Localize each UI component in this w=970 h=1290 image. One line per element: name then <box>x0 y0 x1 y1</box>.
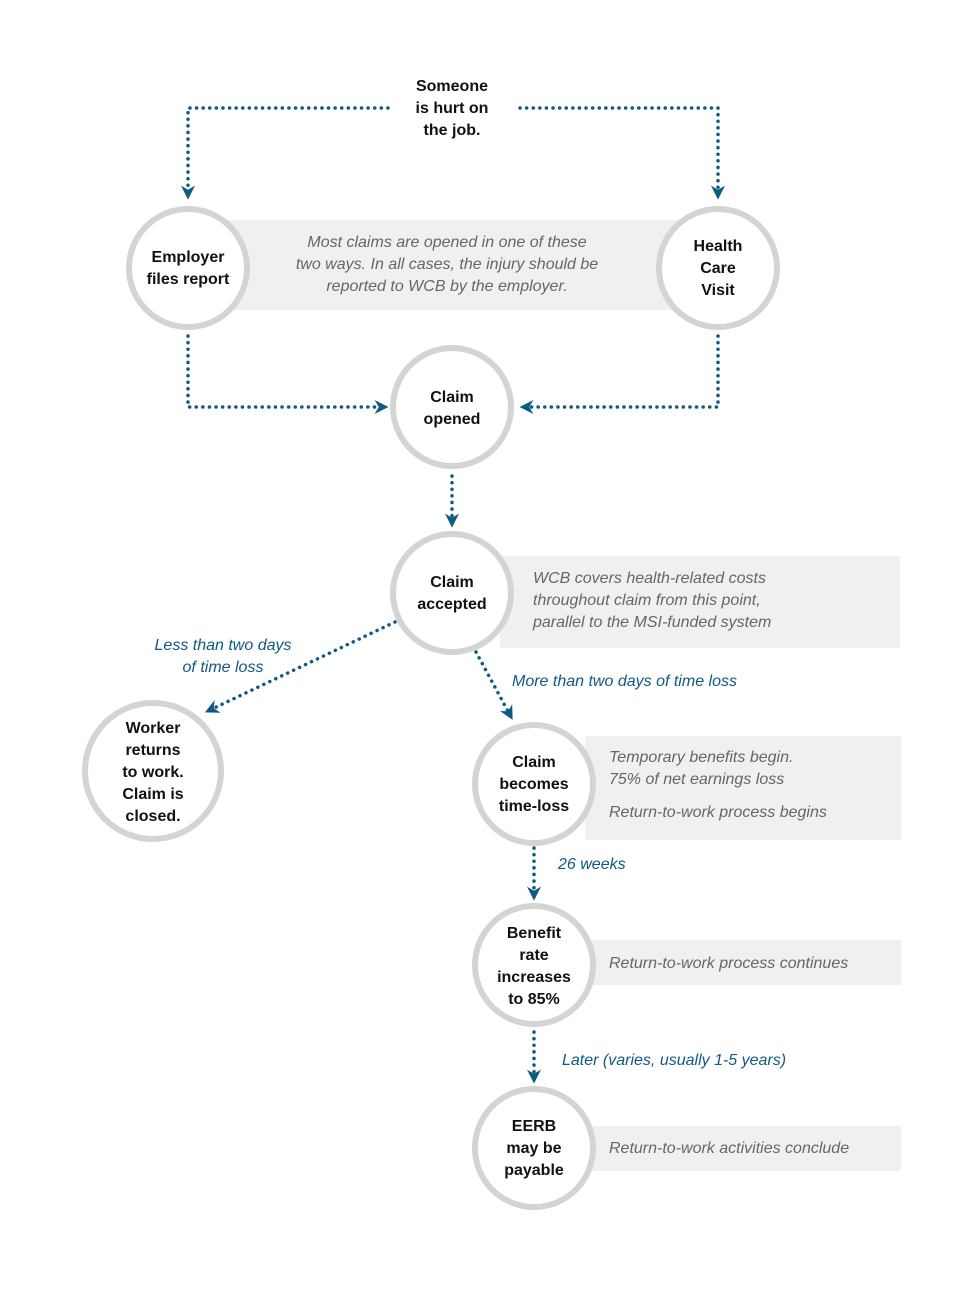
edge-label-more-two-line-1: More than two days of time loss <box>512 673 737 690</box>
node-circles <box>82 206 780 1210</box>
node-label-timeloss-line-1: Claim <box>512 754 556 771</box>
node-circle-employer <box>126 206 250 330</box>
node-label-timeloss: Claim becomes time-loss <box>499 754 569 815</box>
node-label-opened: Claim opened <box>424 389 481 428</box>
note-wcb-covers: WCB covers health-related costs throughou… <box>532 570 771 631</box>
edge-label-later-line-1: Later (varies, usually 1-5 years) <box>562 1052 786 1069</box>
edge-start-to-health <box>518 106 725 200</box>
node-label-worker-line-1: Worker <box>126 720 181 737</box>
edge-accepted-to-timeloss <box>474 650 513 720</box>
node-label-opened-line-1: Claim <box>430 389 474 406</box>
node-label-eerb-line-1: EERB <box>512 1118 556 1135</box>
node-label-benefit: Benefit rate increases to 85% <box>497 925 571 1008</box>
node-label-health-line-2: Care <box>700 260 736 277</box>
edge-accepted-to-worker <box>204 620 397 713</box>
node-label-health-line-3: Visit <box>701 282 735 299</box>
node-label-worker-line-4: Claim is <box>122 786 183 803</box>
edge-employer-to-opened <box>186 334 389 414</box>
node-label-worker-line-3: to work. <box>122 764 183 781</box>
node-label-benefit-line-4: to 85% <box>508 991 560 1008</box>
note-backgrounds <box>215 220 901 1171</box>
node-label-start-line-3: the job. <box>424 122 481 139</box>
note-open-ways: Most claims are opened in one of these tw… <box>296 234 598 295</box>
node-circle-worker <box>82 700 224 842</box>
note-bg-wcb-covers <box>500 556 900 648</box>
connectors <box>181 106 725 1084</box>
edge-label-less-two: Less than two days of time loss <box>155 637 292 676</box>
edge-health-to-opened <box>519 334 720 414</box>
edge-label-26-weeks: 26 weeks <box>557 856 626 873</box>
note-rtw-concludes-line-1: Return-to-work activities conclude <box>609 1140 849 1157</box>
node-circle-opened <box>390 345 514 469</box>
node-label-start-line-1: Someone <box>416 78 488 95</box>
note-open-ways-line-2: two ways. In all cases, the injury shoul… <box>296 256 598 273</box>
note-wcb-covers-line-3: parallel to the MSI-funded system <box>532 614 771 631</box>
node-circle-accepted <box>390 531 514 655</box>
note-rtw-continues: Return-to-work process continues <box>609 955 848 972</box>
note-bg-rtw-continues <box>585 940 901 985</box>
edge-label-later: Later (varies, usually 1-5 years) <box>562 1052 786 1069</box>
node-label-health-line-1: Health <box>694 238 743 255</box>
node-label-employer-line-2: files report <box>147 271 230 288</box>
edge-label-less-two-line-1: Less than two days <box>155 637 292 654</box>
edge-label-more-two: More than two days of time loss <box>512 673 737 690</box>
node-label-benefit-line-2: rate <box>519 947 548 964</box>
node-label-benefit-line-3: increases <box>497 969 571 986</box>
node-label-worker-line-5: closed. <box>125 808 180 825</box>
node-label-worker: Worker returns to work. Claim is closed. <box>122 720 183 825</box>
note-open-ways-line-1: Most claims are opened in one of these <box>307 234 586 251</box>
node-label-worker-line-2: returns <box>125 742 180 759</box>
node-label-opened-line-2: opened <box>424 411 481 428</box>
node-circle-timeloss <box>472 722 596 846</box>
note-temp-benefits: Temporary benefits begin. 75% of net earn… <box>609 749 793 788</box>
node-label-start-line-2: is hurt on <box>416 100 489 117</box>
note-temp-benefits-line-1: Temporary benefits begin. <box>609 749 793 766</box>
node-circle-eerb <box>472 1086 596 1210</box>
node-label-eerb: EERB may be payable <box>504 1118 564 1179</box>
node-circle-benefit <box>472 903 596 1027</box>
node-label-start: Someone is hurt on the job. <box>416 78 489 139</box>
node-label-employer-line-1: Employer <box>152 249 225 266</box>
node-label-eerb-line-2: may be <box>506 1140 561 1157</box>
edge-label-less-two-line-2: of time loss <box>183 659 264 676</box>
node-label-benefit-line-1: Benefit <box>507 925 562 942</box>
note-bg-rtw-concludes <box>585 1126 901 1171</box>
node-circle-health <box>656 206 780 330</box>
node-label-accepted-line-1: Claim <box>430 574 474 591</box>
node-label-accepted-line-2: accepted <box>417 596 486 613</box>
note-rtw-continues-line-1: Return-to-work process continues <box>609 955 848 972</box>
note-wcb-covers-line-2: throughout claim from this point, <box>533 592 761 609</box>
edge-label-26-weeks-line-1: 26 weeks <box>557 856 626 873</box>
note-wcb-covers-line-1: WCB covers health-related costs <box>533 570 766 587</box>
edge-start-to-employer <box>181 106 390 200</box>
node-label-eerb-line-3: payable <box>504 1162 564 1179</box>
note-temp-benefits-line-2: 75% of net earnings loss <box>609 771 784 788</box>
node-label-accepted: Claim accepted <box>417 574 486 613</box>
node-label-timeloss-line-2: becomes <box>499 776 568 793</box>
note-bg-temp-benefits <box>585 736 901 840</box>
note-rtw-concludes: Return-to-work activities conclude <box>609 1140 849 1157</box>
note-open-ways-line-3: reported to WCB by the employer. <box>326 278 567 295</box>
node-label-timeloss-line-3: time-loss <box>499 798 569 815</box>
note-rtw-begins: Return-to-work process begins <box>609 804 827 821</box>
note-bg-open-ways <box>215 220 685 310</box>
note-rtw-begins-line-1: Return-to-work process begins <box>609 804 827 821</box>
node-label-employer: Employer files report <box>147 249 230 288</box>
